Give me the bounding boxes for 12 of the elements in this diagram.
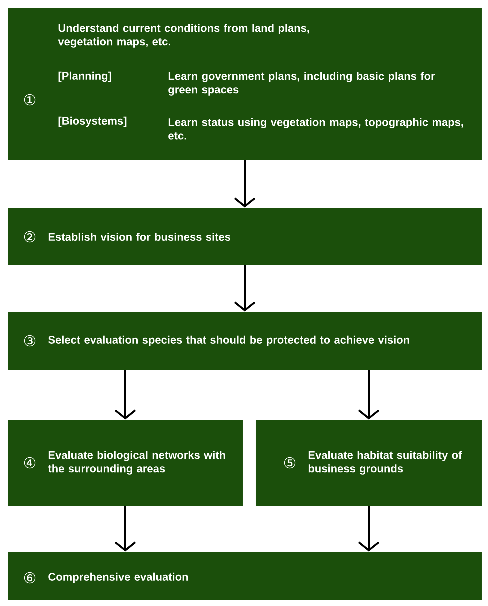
step-box: ④ Evaluate biological networks with the surrounding areas bbox=[8, 420, 243, 506]
step-box: ③ Select evaluation species that should be protected to achieve vision bbox=[8, 312, 482, 370]
step-box: ⑤ Evaluate habitat suitability of business grounds bbox=[256, 420, 482, 506]
arrow bbox=[358, 370, 380, 420]
arrow bbox=[234, 265, 256, 312]
arrow bbox=[358, 506, 380, 552]
arrow bbox=[234, 160, 256, 208]
arrow bbox=[114, 370, 136, 420]
arrow bbox=[114, 506, 136, 552]
step-box: ② Establish vision for business sites bbox=[8, 208, 482, 265]
step-box: ① Understand current conditions from land plans, vegetation maps, etc. [Planning] Learn government plans, including basic plans for green spaces [Biosystems] Learn status using vegetation maps, topographic maps, etc. bbox=[8, 8, 482, 160]
step-box: ⑥ Comprehensive evaluation bbox=[8, 552, 482, 600]
